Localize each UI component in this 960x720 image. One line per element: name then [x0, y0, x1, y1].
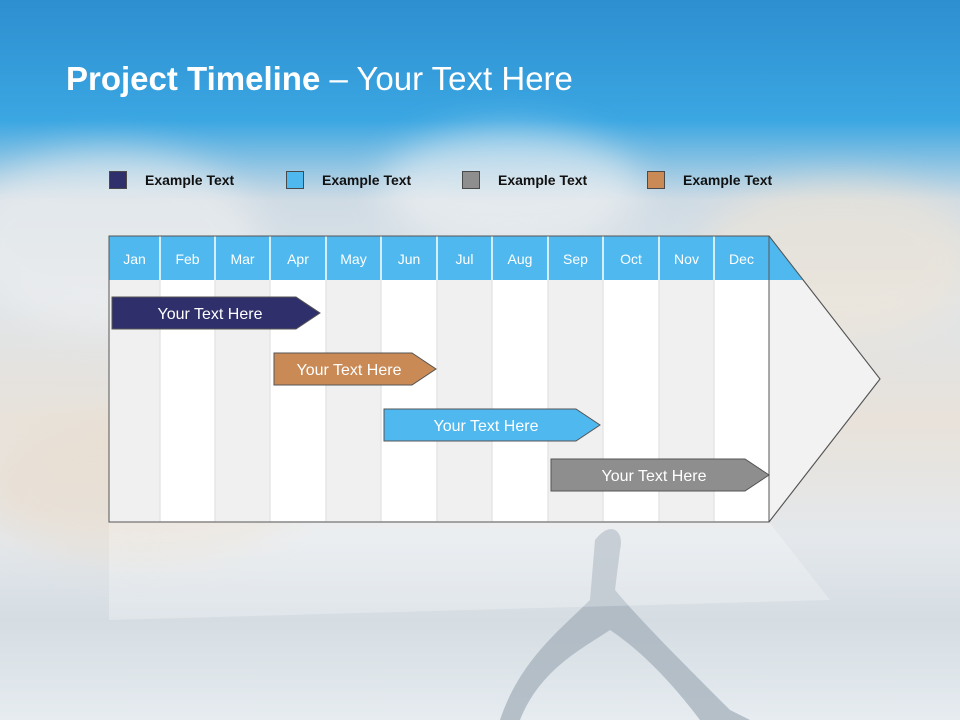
month-label: Aug	[508, 251, 533, 267]
timeline-reflection	[109, 522, 830, 620]
task-label: Your Text Here	[434, 418, 539, 435]
month-label: Dec	[729, 251, 754, 267]
timeline-header	[109, 236, 804, 280]
legend-swatch-gray	[462, 171, 480, 189]
legend-swatch-navy	[109, 171, 127, 189]
legend-label: Example Text	[683, 172, 773, 188]
cloud	[380, 130, 640, 250]
timeline-outline	[108, 235, 881, 523]
page-title: Project Timeline – Your Text Here	[66, 60, 573, 97]
legend-item: Example Text	[647, 170, 772, 190]
month-column	[326, 280, 381, 521]
month-label: Sep	[563, 251, 588, 267]
month-label: Feb	[175, 251, 199, 267]
figure-silhouette	[500, 529, 750, 720]
month-label: Oct	[620, 251, 642, 267]
legend-label: Example Text	[145, 172, 235, 188]
legend-label: Example Text	[498, 172, 588, 188]
month-label: Jul	[456, 251, 474, 267]
legend-item: Example Text	[109, 170, 234, 190]
legend-label: Example Text	[322, 172, 412, 188]
task-label: Your Text Here	[602, 468, 707, 485]
legend-swatch-blue	[286, 171, 304, 189]
month-label: Mar	[230, 251, 254, 267]
month-label: Apr	[287, 251, 309, 267]
task-label: Your Text Here	[158, 306, 263, 323]
legend-swatch-tan	[647, 171, 665, 189]
task-label: Your Text Here	[297, 362, 402, 379]
task-bar	[550, 458, 770, 492]
task-bar	[111, 296, 321, 330]
legend-item: Example Text	[462, 170, 587, 190]
task-bar	[383, 408, 601, 442]
month-label: Nov	[674, 251, 699, 267]
legend-item: Example Text	[286, 170, 411, 190]
month-column	[492, 280, 548, 521]
month-column	[381, 280, 437, 521]
month-column	[437, 280, 492, 521]
month-label: Jan	[123, 251, 146, 267]
month-label: Jun	[398, 251, 421, 267]
task-bar	[273, 352, 437, 386]
month-label: May	[340, 251, 366, 267]
